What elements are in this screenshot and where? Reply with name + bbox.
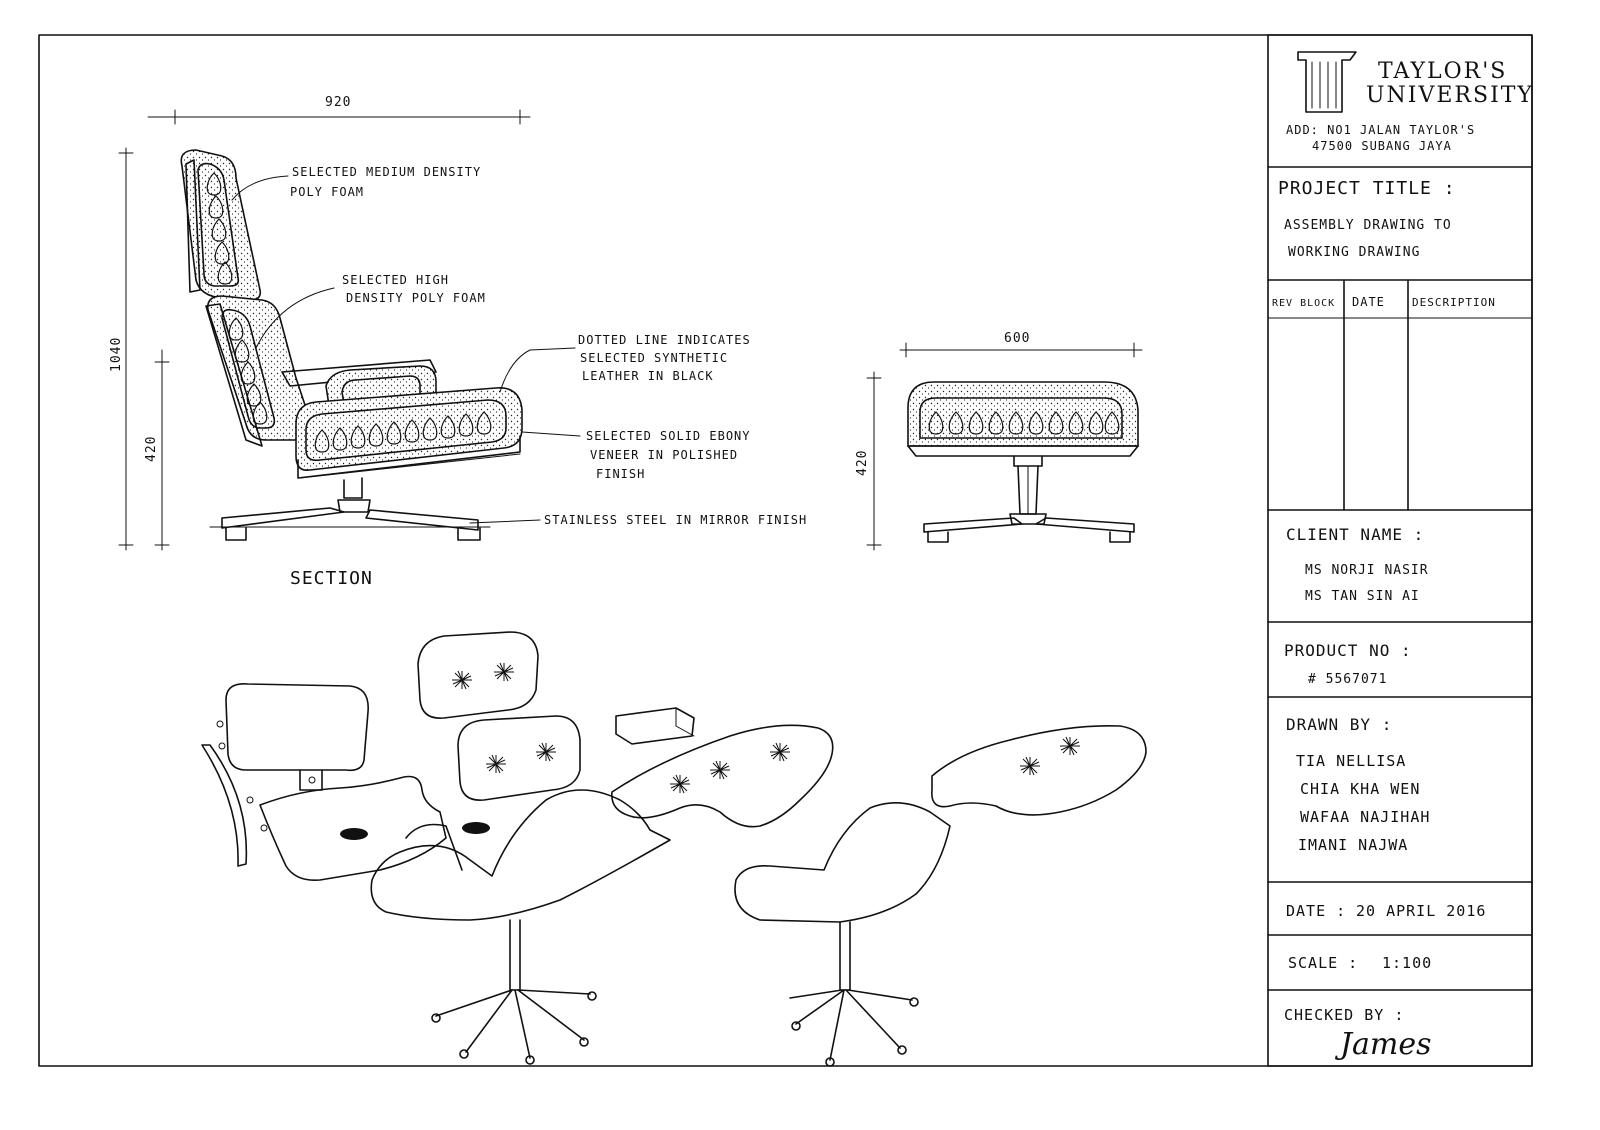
note-high-density-1: SELECTED HIGH <box>342 273 449 287</box>
date-value: 20 APRIL 2016 <box>1356 902 1486 920</box>
drawn-by-name-3: WAFAA NAJIHAH <box>1300 808 1430 826</box>
drawn-by-name-1: TIA NELLISA <box>1296 752 1406 770</box>
product-no-heading: PRODUCT NO : <box>1284 641 1412 660</box>
address-line1: ADD: NO1 JALAN TAYLOR'S <box>1286 123 1475 137</box>
client-name-1: MS NORJI NASIR <box>1305 563 1429 578</box>
ottoman-elevation-drawing: 600 420 <box>855 331 1143 551</box>
university-logo: TAYLOR'S UNIVERSITY <box>1297 51 1534 113</box>
section-height-dimension: 1040 <box>109 337 124 372</box>
client-name-heading: CLIENT NAME : <box>1286 525 1424 544</box>
rev-column-header: REV BLOCK <box>1272 298 1335 309</box>
note-dotted-line-1: DOTTED LINE INDICATES <box>578 333 751 347</box>
address-line2: 47500 SUBANG JAYA <box>1312 139 1452 153</box>
chair-section-drawing: 920 1040 420 <box>109 95 807 589</box>
note-ebony-2: VENEER IN POLISHED <box>590 448 738 462</box>
checked-signature: James <box>1334 1027 1432 1062</box>
exploded-perspective-drawing <box>201 631 1147 1067</box>
drawn-by-heading: DRAWN BY : <box>1286 715 1392 734</box>
project-title-heading: PROJECT TITLE : <box>1278 178 1456 199</box>
logo-line2: UNIVERSITY <box>1366 83 1534 108</box>
note-dotted-line-2: SELECTED SYNTHETIC <box>580 351 728 365</box>
project-title-line2: WORKING DRAWING <box>1288 245 1420 260</box>
date-column-header: DATE <box>1352 295 1385 309</box>
description-column-header: DESCRIPTION <box>1412 296 1496 309</box>
section-title: SECTION <box>290 568 373 589</box>
note-high-density-2: DENSITY POLY FOAM <box>346 291 486 305</box>
logo-line1: TAYLOR'S <box>1378 59 1507 84</box>
note-medium-density-2: POLY FOAM <box>290 185 364 199</box>
checked-by-label: CHECKED BY : <box>1284 1006 1404 1024</box>
scale-label: SCALE : <box>1288 954 1358 972</box>
drawn-by-name-4: IMANI NAJWA <box>1298 836 1408 854</box>
scale-value: 1:100 <box>1382 954 1432 972</box>
section-width-dimension: 920 <box>325 95 351 110</box>
section-seat-height-dimension: 420 <box>144 436 159 462</box>
title-block: TAYLOR'S UNIVERSITY ADD: NO1 JALAN TAYLO… <box>1267 34 1534 1067</box>
note-ebony-3: FINISH <box>596 467 645 481</box>
note-medium-density-1: SELECTED MEDIUM DENSITY <box>292 165 481 179</box>
note-ebony-1: SELECTED SOLID EBONY <box>586 429 751 443</box>
note-dotted-line-3: LEATHER IN BLACK <box>582 369 714 383</box>
product-number: # 5567071 <box>1308 672 1387 687</box>
date-label: DATE : <box>1286 902 1346 920</box>
note-stainless-steel: STAINLESS STEEL IN MIRROR FINISH <box>544 513 807 527</box>
project-title-line1: ASSEMBLY DRAWING TO <box>1284 218 1452 233</box>
client-name-2: MS TAN SIN AI <box>1305 589 1420 604</box>
drawn-by-name-2: CHIA KHA WEN <box>1300 780 1420 798</box>
ottoman-width-dimension: 600 <box>1004 331 1030 346</box>
ottoman-height-dimension: 420 <box>855 450 870 476</box>
